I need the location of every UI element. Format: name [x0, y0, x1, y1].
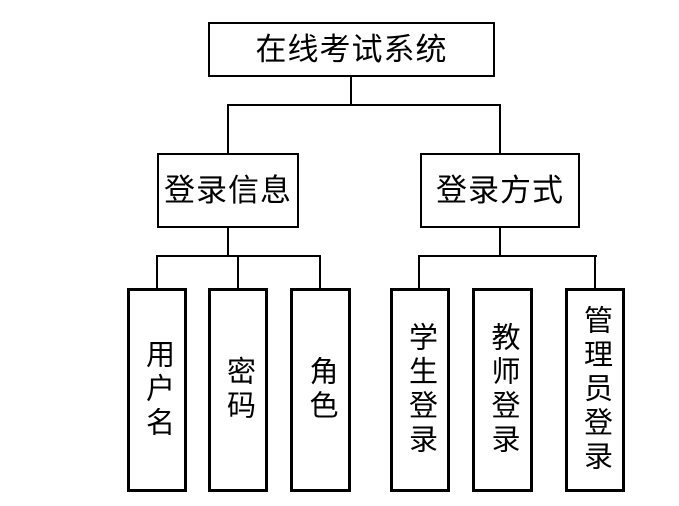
connector-drop-login-info: [227, 105, 229, 153]
node-admin-login: 管理员登录: [565, 288, 625, 492]
connector-drop-login-mode: [499, 105, 501, 153]
node-teacher-login: 教师登录: [472, 288, 533, 492]
connector-login-info-stem: [227, 228, 229, 256]
node-root: 在线考试系统: [208, 22, 495, 77]
node-root-label: 在线考试系统: [255, 32, 448, 67]
node-teacher-login-label: 教师登录: [487, 322, 519, 458]
connector-top-horizontal: [227, 104, 501, 106]
connector-right-horizontal: [418, 255, 597, 257]
node-login-info: 登录信息: [157, 153, 299, 228]
node-password: 密码: [208, 288, 268, 492]
node-login-info-label: 登录信息: [164, 173, 292, 208]
node-student-login: 学生登录: [390, 288, 450, 492]
node-username-label: 用户名: [141, 339, 174, 441]
node-login-mode-label: 登录方式: [436, 173, 564, 208]
node-username: 用户名: [127, 288, 187, 492]
connector-login-mode-stem: [499, 228, 501, 256]
connector-root-stem: [350, 77, 352, 105]
node-admin-login-label: 管理员登录: [579, 305, 612, 475]
connector-drop-password: [237, 256, 239, 289]
node-role-label: 角色: [305, 356, 337, 424]
connector-drop-student-login: [418, 256, 420, 289]
connector-drop-role: [319, 256, 321, 289]
node-role: 角色: [290, 288, 351, 492]
node-login-mode: 登录方式: [420, 153, 580, 228]
connector-drop-admin-login: [594, 256, 596, 289]
connector-drop-username: [156, 256, 158, 289]
node-password-label: 密码: [222, 356, 255, 424]
node-student-login-label: 学生登录: [404, 322, 437, 458]
